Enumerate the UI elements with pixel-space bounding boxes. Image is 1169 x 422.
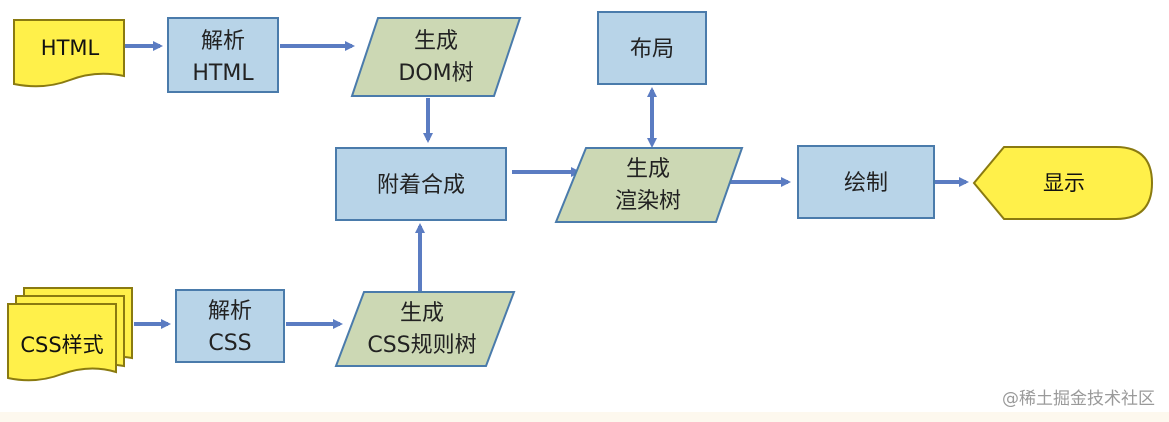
gen-cssom-label-line2: CSS规则树 bbox=[367, 333, 476, 358]
gen-render-node: 生成 渲染树 bbox=[554, 147, 744, 223]
layout-label: 布局 bbox=[630, 37, 674, 62]
gen-cssom-node: 生成 CSS规则树 bbox=[334, 291, 516, 367]
css-document-label: CSS样式 bbox=[20, 333, 103, 357]
paint-label: 绘制 bbox=[844, 171, 888, 196]
html-document-node: HTML bbox=[13, 19, 125, 88]
html-document-label: HTML bbox=[41, 36, 100, 60]
gen-dom-label-line2: DOM树 bbox=[398, 61, 473, 86]
parse-css-label-line2: CSS bbox=[208, 331, 251, 356]
css-document-node: CSS样式 bbox=[7, 287, 133, 382]
layout-node: 布局 bbox=[597, 11, 707, 85]
gen-dom-node: 生成 DOM树 bbox=[350, 17, 522, 97]
connectors bbox=[124, 41, 969, 329]
gen-render-label-line2: 渲染树 bbox=[615, 189, 681, 214]
parse-css-node: 解析 CSS bbox=[175, 289, 285, 363]
parse-css-label-line1: 解析 bbox=[208, 299, 252, 324]
display-node: 显示 bbox=[972, 146, 1154, 220]
paint-node: 绘制 bbox=[797, 145, 935, 219]
footer-strip bbox=[0, 412, 1169, 422]
parse-html-node: 解析 HTML bbox=[167, 17, 279, 93]
parse-html-label-line2: HTML bbox=[192, 61, 254, 86]
attach-label: 附着合成 bbox=[377, 173, 465, 198]
parse-html-label-line1: 解析 bbox=[201, 29, 245, 54]
display-label: 显示 bbox=[1043, 171, 1085, 195]
gen-cssom-label-line1: 生成 bbox=[400, 301, 444, 326]
watermark-text: @稀土掘金技术社区 bbox=[1002, 389, 1155, 409]
gen-dom-label-line1: 生成 bbox=[414, 29, 458, 54]
gen-render-label-line1: 生成 bbox=[626, 157, 670, 182]
attach-node: 附着合成 bbox=[335, 147, 507, 221]
